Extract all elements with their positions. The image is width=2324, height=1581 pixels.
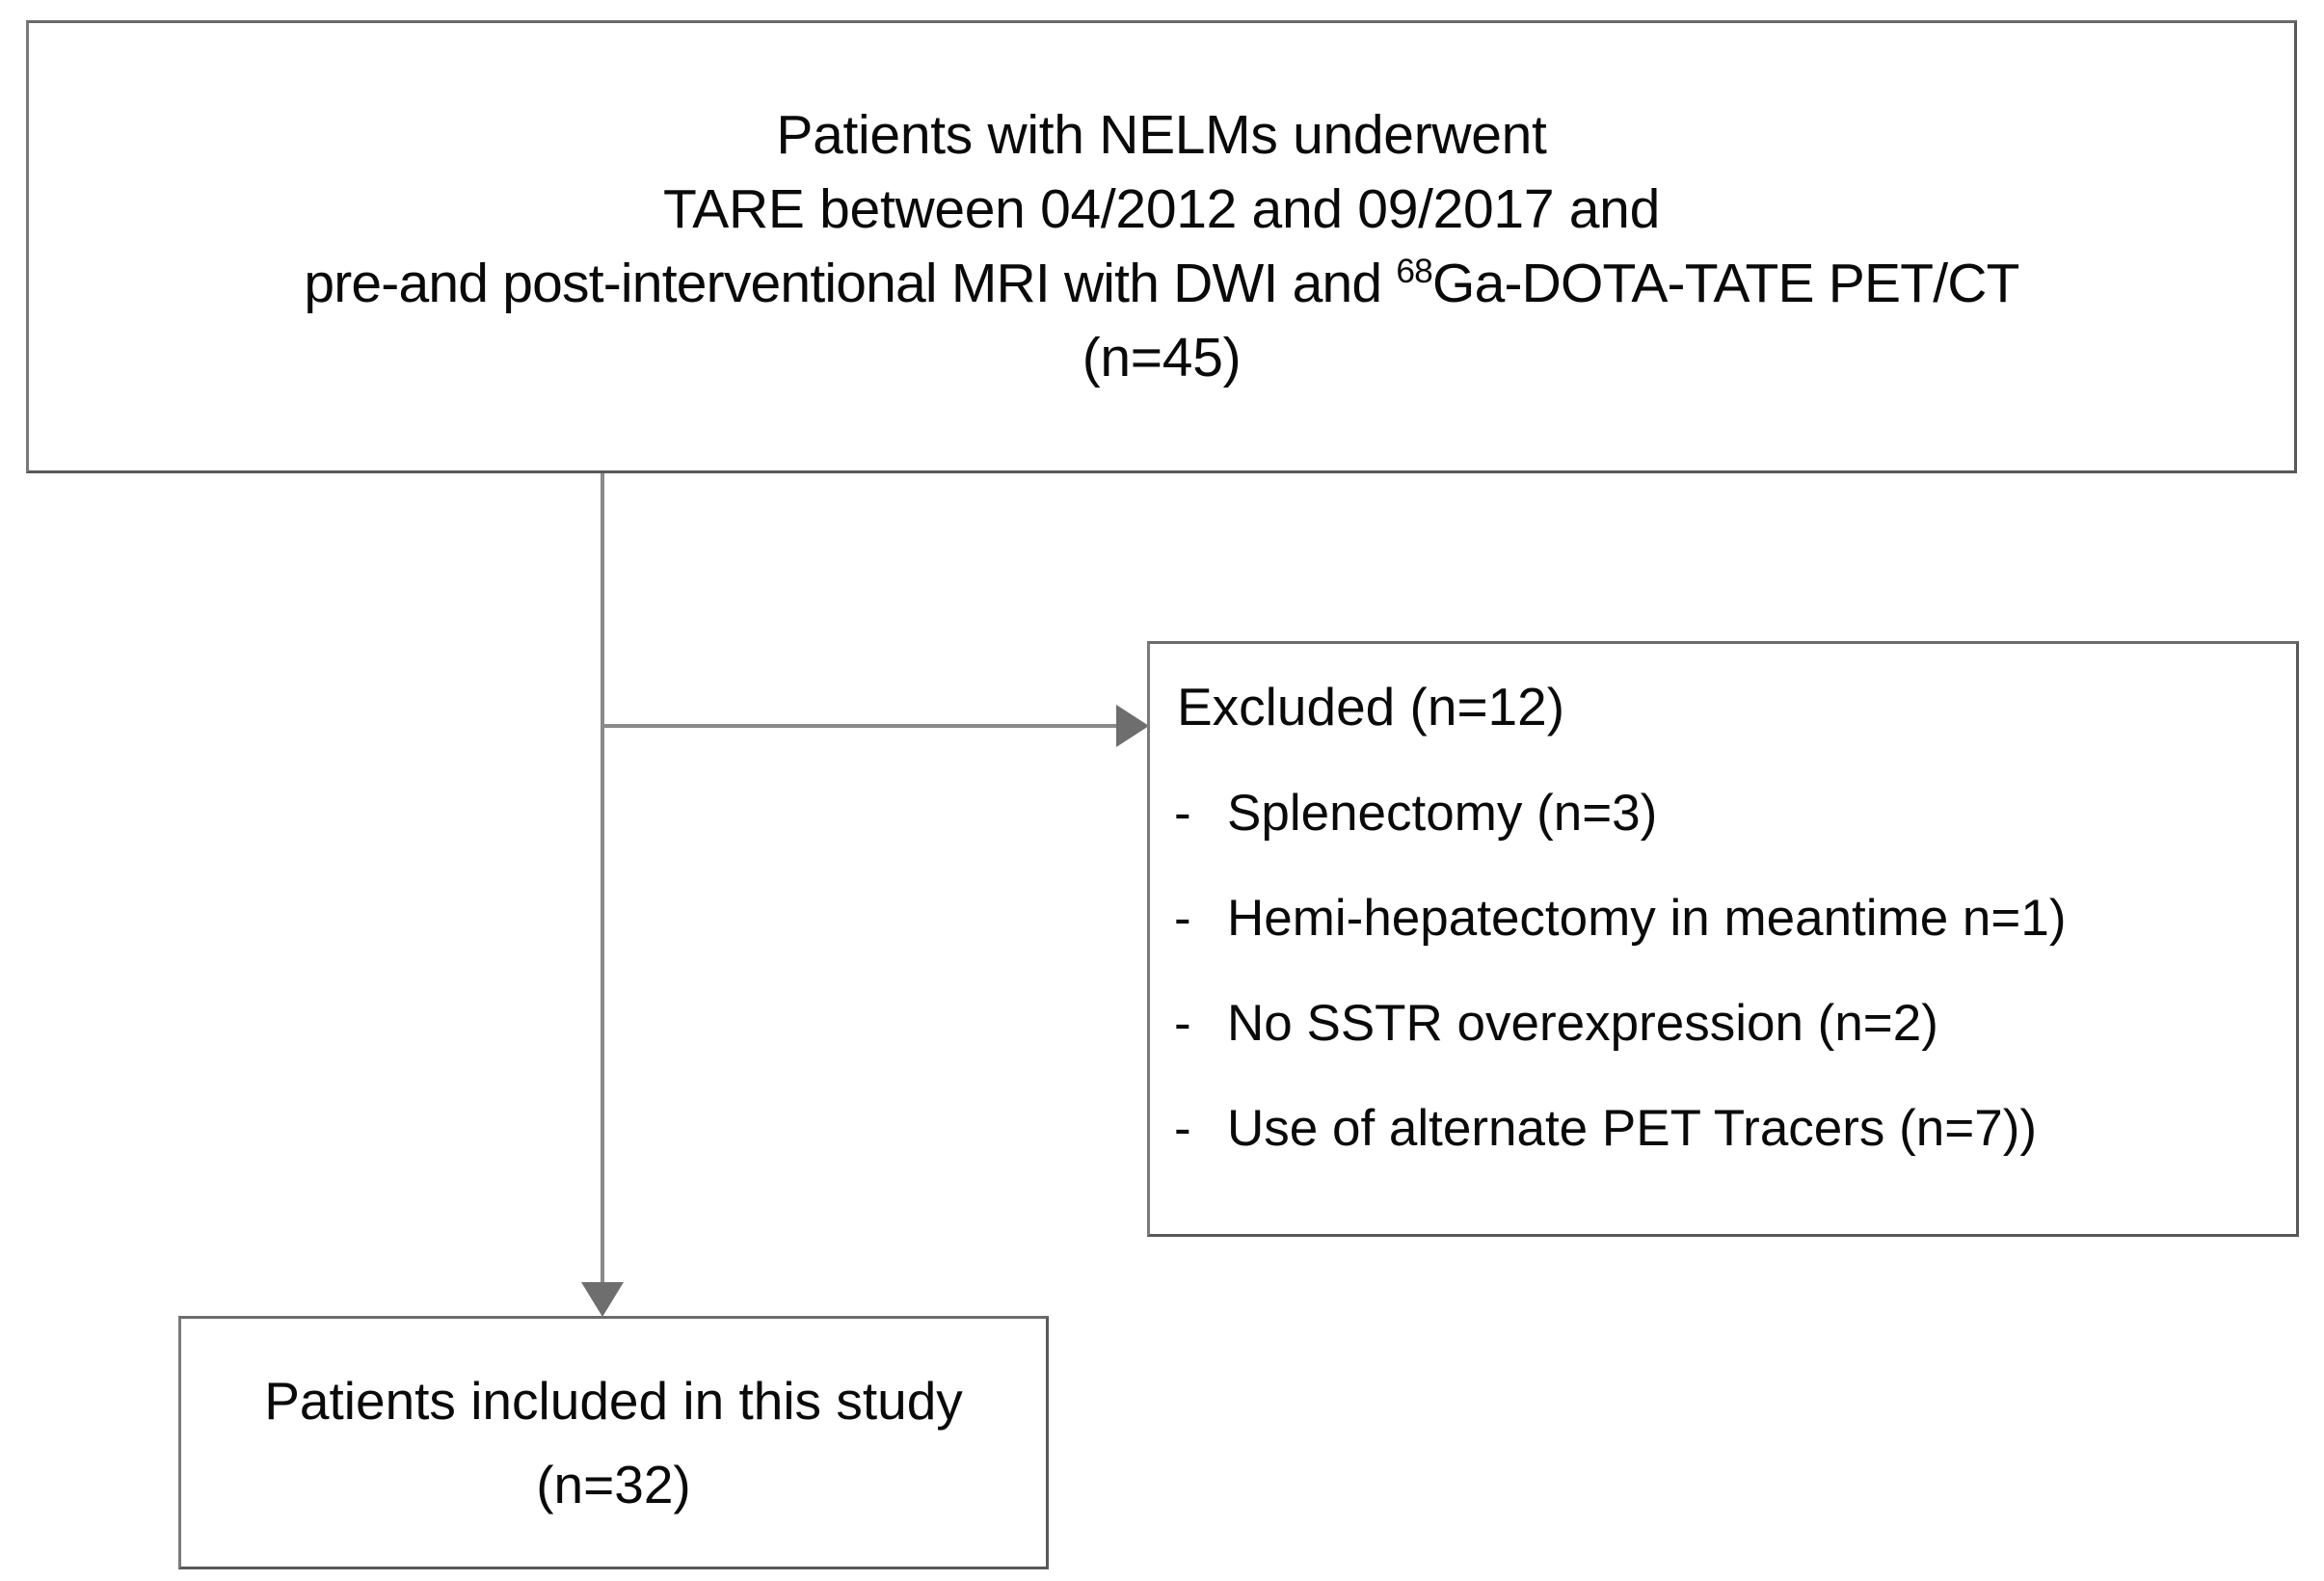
enrollment-box: Patients with NELMs underwent TARE betwe… — [26, 20, 2297, 473]
enrollment-line-3-prefix: pre-and post-interventional MRI with DWI… — [304, 253, 1397, 314]
enrollment-line-1: Patients with NELMs underwent — [776, 104, 1547, 166]
bullet-dash-icon: - — [1174, 785, 1191, 842]
excluded-reason-list: - Splenectomy (n=3) - Hemi-hepatectomy i… — [1150, 788, 2296, 1154]
list-item: - No SSTR overexpression (n=2) — [1150, 998, 2296, 1049]
excluded-reason-label: Splenectomy (n=3) — [1227, 785, 1658, 842]
included-count: (n=32) — [536, 1454, 691, 1514]
enrollment-count: (n=45) — [1082, 327, 1242, 389]
included-box: Patients included in this study (n=32) — [178, 1316, 1049, 1569]
excluded-title: Excluded (n=12) — [1177, 677, 1565, 737]
enrollment-line-3-suffix: Ga-DOTA-TATE PET/CT — [1432, 253, 2019, 314]
bullet-dash-icon: - — [1174, 995, 1191, 1052]
included-line-1: Patients included in this study — [264, 1370, 963, 1431]
arrowhead-to-included-icon — [581, 1282, 624, 1317]
enrollment-line-3: pre-and post-interventional MRI with DWI… — [304, 247, 2019, 321]
isotope-superscript: 68 — [1396, 253, 1433, 290]
list-item: - Use of alternate PET Tracers (n=7)) — [1150, 1103, 2296, 1154]
list-item: - Hemi-hepatectomy in meantime n=1) — [1150, 893, 2296, 944]
excluded-box: Excluded (n=12) - Splenectomy (n=3) - He… — [1147, 641, 2299, 1237]
connector-horizontal-line — [601, 724, 1126, 728]
excluded-reason-label: Hemi-hepatectomy in meantime n=1) — [1227, 890, 2067, 947]
enrollment-line-2: TARE between 04/2012 and 09/2017 and — [663, 178, 1660, 240]
arrowhead-to-excluded-icon — [1116, 705, 1149, 747]
bullet-dash-icon: - — [1174, 1100, 1191, 1157]
bullet-dash-icon: - — [1174, 890, 1191, 947]
connector-vertical-line — [601, 473, 604, 1298]
list-item: - Splenectomy (n=3) — [1150, 788, 2296, 839]
excluded-reason-label: Use of alternate PET Tracers (n=7)) — [1227, 1100, 2038, 1157]
excluded-reason-label: No SSTR overexpression (n=2) — [1227, 995, 1938, 1052]
